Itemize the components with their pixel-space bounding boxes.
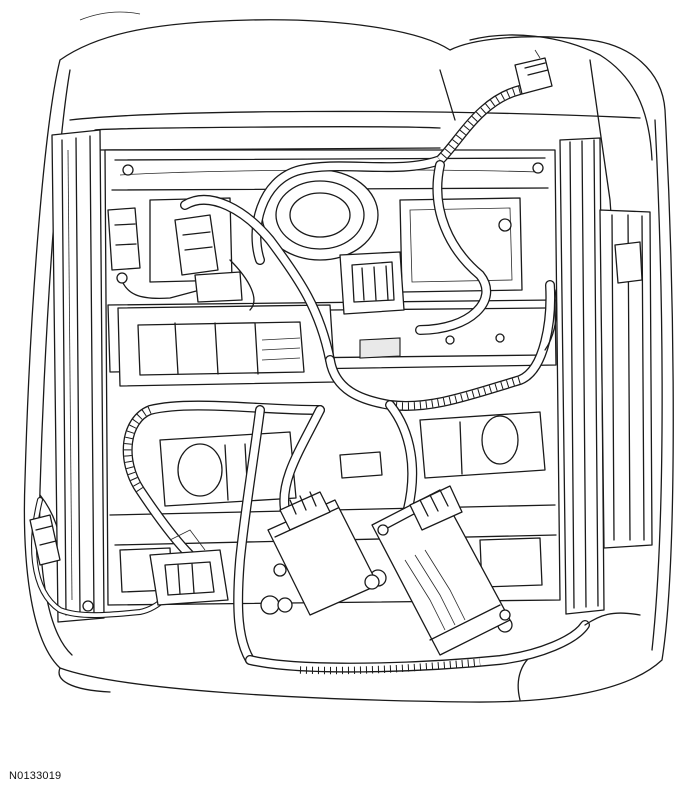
left-harness-connector bbox=[149, 529, 229, 606]
upper-track-motor bbox=[117, 304, 336, 387]
right-seat-track-rail bbox=[559, 137, 653, 615]
figure-code: N0133019 bbox=[9, 770, 62, 782]
left-top-connector bbox=[107, 207, 141, 284]
seat-control-module-right bbox=[371, 485, 511, 656]
backrest-connector bbox=[514, 49, 553, 95]
seat-control-module-left bbox=[267, 491, 380, 616]
center-block-connector bbox=[339, 251, 405, 315]
rear-height-motor bbox=[339, 411, 546, 479]
left-seat-track-rail bbox=[51, 129, 105, 623]
main-wire-harness bbox=[31, 85, 641, 675]
side-inline-connector bbox=[29, 514, 61, 566]
front-height-motor bbox=[159, 431, 297, 507]
recliner-motor bbox=[261, 169, 379, 261]
upper-harness-connector bbox=[174, 214, 243, 303]
